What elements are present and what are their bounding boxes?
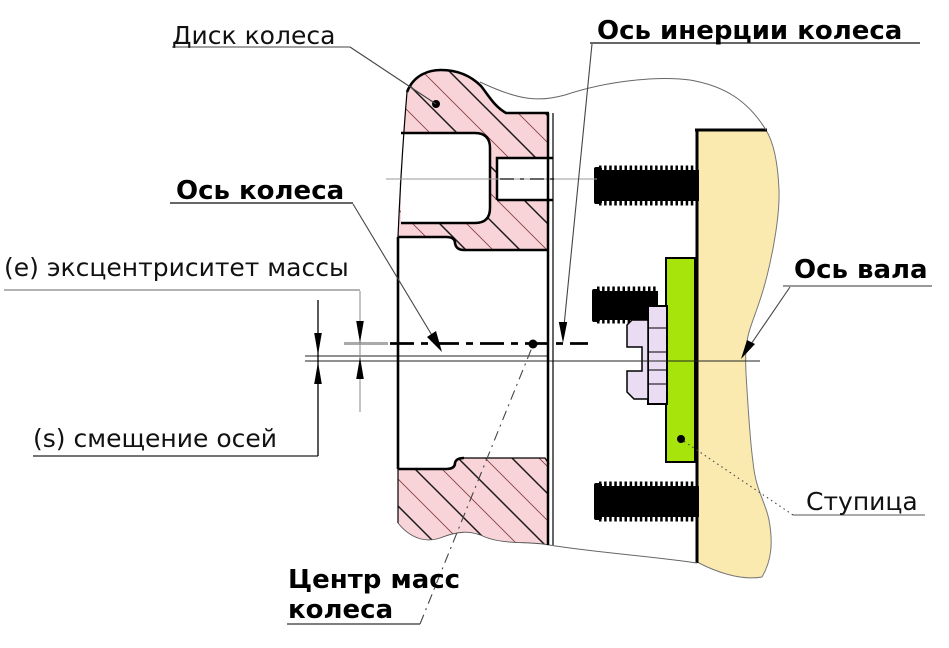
eccentricity-dimension xyxy=(4,289,364,412)
disk-leader xyxy=(172,46,437,105)
shaft-axis-leader xyxy=(741,285,932,359)
inertia-axis-leader xyxy=(558,42,920,343)
offset-dimension xyxy=(33,300,322,457)
wheel-stud-top xyxy=(594,165,699,206)
hub-leader-dot xyxy=(677,435,685,443)
hub-leader xyxy=(677,435,925,516)
center-of-mass-leader xyxy=(287,339,538,625)
wheel-axis-leader xyxy=(170,202,442,352)
shaft-axis-label: Ось вала xyxy=(794,255,928,285)
inertia-axis-label: Ось инерции колеса xyxy=(597,16,903,46)
eccentricity-label: (e) эксцентриситет массы xyxy=(4,253,349,282)
center-of-mass-label: Центр масс колеса xyxy=(288,565,461,626)
center-of-mass-dot xyxy=(528,339,538,349)
hub-plate xyxy=(665,257,696,463)
wheel-stud-bottom xyxy=(594,481,699,522)
disc-cutout xyxy=(401,133,490,223)
offset-label: (s) смещение осей xyxy=(33,424,277,453)
castle-nut xyxy=(626,305,668,405)
wheel-axis-label: Ось колеса xyxy=(176,176,345,206)
hub-label: Ступица xyxy=(806,487,918,516)
break-line-bottom xyxy=(548,544,698,564)
center-of-mass-label-line2: колеса xyxy=(288,594,394,625)
shaft-body xyxy=(696,129,780,579)
wheel-disc-lower-section xyxy=(397,456,550,546)
wheel-disc-upper-section xyxy=(386,68,597,252)
break-line-top xyxy=(479,78,767,131)
disk-label: Диск колеса xyxy=(172,21,336,50)
center-of-mass-label-line1: Центр масс xyxy=(288,565,461,595)
